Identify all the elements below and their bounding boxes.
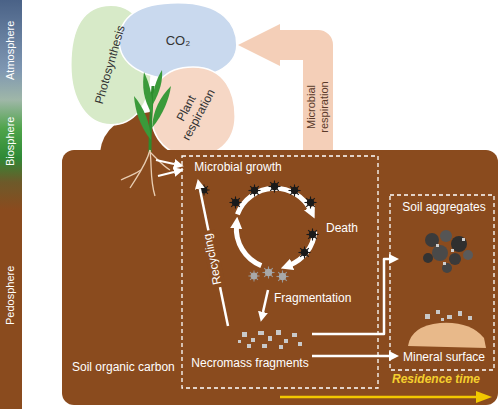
flux-petal: Plant respiration [150,66,236,158]
dashed-frame [182,156,378,388]
plant [143,72,152,114]
residence-time-arrow [476,391,492,403]
petal-shape [119,3,237,79]
soil-aggregate [423,230,473,273]
node-text: Soil aggregates [402,200,485,216]
live-microbe [304,196,316,208]
soil-aggregate [451,249,454,252]
necromass-fragment [262,344,267,348]
dead-microbe [248,270,259,281]
petal-shape [151,67,235,157]
soil-aggregate [463,250,473,260]
sphere-name: Biosphere [5,116,18,166]
necromass-fragment [279,345,283,349]
axis-label: Residence time [392,373,480,387]
necromass-fragment [247,344,251,348]
live-microbe [229,196,241,208]
live-microbe [288,184,300,196]
plant [153,70,162,104]
dashed-frame [390,195,494,370]
soil-aggregate [442,263,452,273]
fragmentation-arrow [263,290,268,312]
connector-label: Recycling [200,229,225,289]
live-microbe [248,184,260,196]
mineral-particle [425,314,430,319]
soil-aggregate [443,262,446,265]
dead-microbe [262,266,274,278]
residence-time-arrow [280,391,492,403]
mineral-particle [468,316,472,320]
necromass-fragment [251,338,255,342]
node-text: Necromass fragments [191,356,308,372]
sphere-name: Pedosphere [5,266,18,325]
plant-roots [130,150,150,188]
soil-aggregate [423,253,433,263]
mineral-particle [408,310,486,348]
plant [134,70,171,140]
mineral-particle [436,310,440,314]
necromass-fragment [242,332,247,337]
necromass-fragment [238,330,302,349]
necromass-fragment [284,339,288,343]
necromass-box: Necromass fragments [188,326,312,372]
necromass-fragment [298,342,302,346]
plant-roots [121,170,141,180]
soil-aggregate [451,236,467,252]
flow-connector [312,355,389,358]
sphere-band: Biosphere [0,100,22,182]
cycle-arrow [236,225,261,266]
dashed-frame [182,156,494,388]
live-microbe [306,228,318,240]
mineral-particle [447,315,452,319]
dead-microbe [276,270,288,282]
sphere-name: Atmosphere [5,20,18,79]
live-microbe [268,180,280,192]
plant [134,70,171,152]
soil-aggregate [425,233,439,247]
necromass-fragment [238,340,241,343]
soil-aggregate [432,245,448,261]
sphere-band: Atmosphere [0,0,22,100]
necromass-fragment [258,331,264,335]
dead-microbe [248,266,288,282]
mineral-particle [408,323,486,348]
live-microbe [298,246,310,258]
soil-aggregate [449,253,461,265]
root-uptake-arrow [156,160,174,164]
necromass-fragment [276,330,281,335]
residence-time-arrow [280,396,478,399]
plant-roots [121,150,170,196]
soil-aggregate [462,238,465,241]
necromass-fragment [292,333,297,337]
flow-connector [200,189,228,326]
root-uptake-arrow [158,172,174,176]
mineral-particle [458,311,462,316]
connector-label: Microbial respiration [305,64,330,150]
node-text: Soil organic carbon [72,361,175,375]
node-text: Mineral surface [403,350,485,366]
process-label: Death [326,222,358,236]
cycle-arrow [236,188,314,265]
process-label-box: Microbial growth [188,160,288,178]
mineral-particle [441,318,444,321]
process-label: Fragmentation [274,292,351,306]
sphere-band: Pedosphere [0,182,22,409]
soil-aggregate [436,244,439,247]
node-text: CO₂ [166,34,191,49]
necromass-fragment [268,336,272,341]
node-text: Microbial growth [194,160,281,176]
soil-aggregate [440,230,452,242]
mineral-particle [425,310,472,321]
soil-aggregate [436,238,465,265]
root-uptake-arrow [156,160,174,176]
